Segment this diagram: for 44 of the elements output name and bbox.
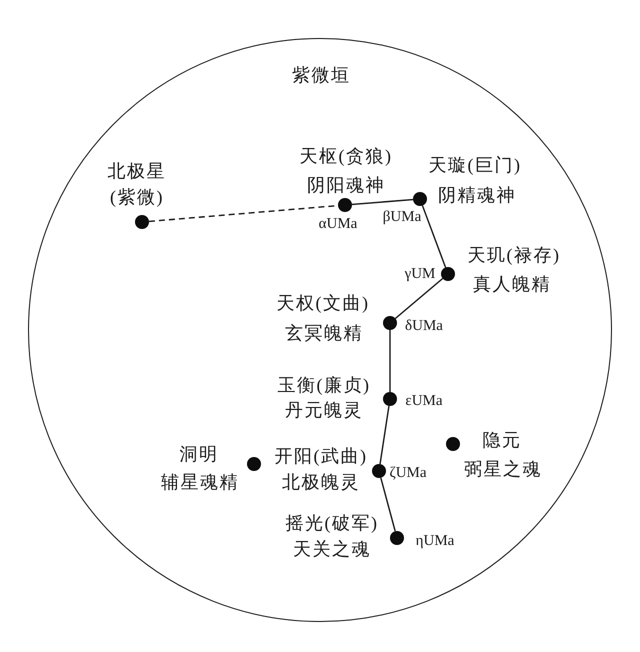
star-designation: βUMa — [382, 208, 422, 226]
star-designation: ζUMa — [389, 464, 427, 482]
connector-line — [422, 205, 446, 268]
star-name: 天枢(贪狼) — [300, 146, 392, 168]
connector-line — [379, 406, 390, 464]
star-dot — [383, 316, 397, 330]
star-dot — [413, 192, 427, 206]
star-designation: ηUMa — [416, 532, 454, 550]
star-designation: αUMa — [318, 215, 358, 233]
constellation-circle — [28, 38, 612, 622]
star-dot — [383, 392, 397, 406]
star-name: 天玑(禄存) — [468, 245, 560, 267]
soul-name: 辅星魂精 — [161, 472, 239, 494]
soul-name: 天关之魂 — [293, 539, 371, 561]
region-title: 紫微垣 — [292, 65, 350, 87]
soul-name: 阴精魂神 — [438, 185, 516, 207]
connector-line — [352, 198, 414, 206]
star-name: 天权(文曲) — [276, 293, 370, 315]
star-dot — [338, 198, 352, 212]
soul-name: 丹元魄灵 — [285, 400, 363, 422]
star-dot — [390, 531, 404, 545]
star-designation: δUMa — [405, 317, 443, 335]
star-dot — [446, 437, 460, 451]
soul-name: 玄冥魄精 — [285, 323, 363, 345]
star-dot — [372, 464, 386, 478]
star-dot — [441, 267, 455, 281]
soul-name: 阴阳魂神 — [307, 175, 385, 197]
connector-line — [380, 478, 396, 532]
star-name: 摇光(破军) — [286, 513, 378, 535]
star-name: 洞明 — [180, 444, 218, 466]
star-designation: γUM — [404, 265, 436, 283]
star-dot — [135, 215, 149, 229]
connector-line — [394, 278, 444, 320]
star-name: 北极星(紫微) — [107, 160, 167, 209]
star-name: 隐元 — [482, 430, 522, 452]
star-name: 玉衡(廉贞) — [278, 375, 370, 397]
connector-line — [389, 330, 391, 392]
star-designation: εUMa — [405, 392, 443, 410]
star-dot — [247, 457, 261, 471]
star-name: 天璇(巨门) — [428, 155, 522, 177]
soul-name: 真人魄精 — [473, 274, 551, 296]
star-name: 开阳(武曲) — [274, 446, 368, 468]
soul-name: 北极魄灵 — [282, 472, 360, 494]
soul-name: 弼星之魂 — [464, 459, 542, 481]
